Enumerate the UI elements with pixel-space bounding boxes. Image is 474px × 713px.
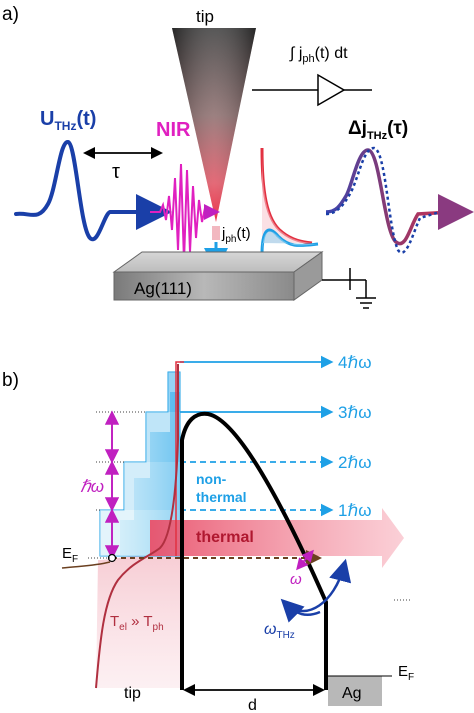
- ag-label: Ag: [342, 685, 362, 702]
- omega-thz-arrow-back: [280, 598, 321, 623]
- delta-j-label: ΔjTHz(τ): [348, 118, 408, 142]
- omega-oscillation-arrow-back: [296, 555, 309, 571]
- fermi-level-marker: [107, 553, 117, 563]
- level-2-label: 2ℏω: [338, 453, 372, 472]
- fermi-right-label: EF: [398, 663, 414, 683]
- ag-metal-block: [328, 676, 382, 706]
- tip-bottom-label: tip: [124, 685, 141, 702]
- ground-symbol: [322, 268, 376, 309]
- junction-current-bar: [212, 226, 220, 240]
- panel-a-label: a): [2, 4, 19, 25]
- stm-tip: [172, 28, 256, 222]
- level-1-label: 1ℏω: [338, 501, 372, 520]
- panel-b-label: b): [2, 370, 19, 391]
- photocurrent-integral-label: ∫ jph(t) dt: [289, 45, 348, 65]
- substrate-label: Ag(111): [134, 279, 192, 298]
- level-guides: [96, 411, 412, 601]
- nonthermal-distribution-fill: [262, 231, 318, 256]
- tau-label: τ: [112, 161, 120, 183]
- thermal-label: thermal: [196, 529, 254, 546]
- tip-label: tip: [196, 7, 214, 26]
- omega-thz-label: ωTHz: [264, 621, 295, 641]
- thermal-emission-arrow: [150, 508, 404, 568]
- nir-pulse-waveform: [150, 163, 213, 263]
- non-thermal-label: non-thermal: [196, 471, 247, 505]
- fermi-left-label: EF: [62, 545, 78, 565]
- temperature-label: Tel » Tph: [110, 613, 164, 633]
- hbar-omega-label: ℏω: [80, 477, 104, 496]
- integrator-circuit: [252, 73, 372, 107]
- thz-pulse-waveform: [14, 139, 152, 242]
- gap-label: d: [248, 697, 257, 713]
- nir-label: NIR: [156, 119, 191, 141]
- fermi-level-tail: [61, 561, 111, 569]
- delta-j-measured-waveform: [325, 148, 453, 246]
- jph-label: jph(t): [221, 225, 251, 245]
- u-thz-label: UTHz(t): [40, 108, 96, 133]
- level-4-label: 4ℏω: [338, 353, 372, 372]
- tip-thermal-region: [96, 556, 180, 688]
- ag111-substrate: [112, 251, 324, 301]
- level-arrows: [180, 355, 334, 517]
- level-3-label: 3ℏω: [338, 403, 372, 422]
- delta-j-reference-waveform: [325, 146, 441, 254]
- tip-distribution-edge: [175, 361, 184, 556]
- omega-label: ω: [290, 571, 302, 588]
